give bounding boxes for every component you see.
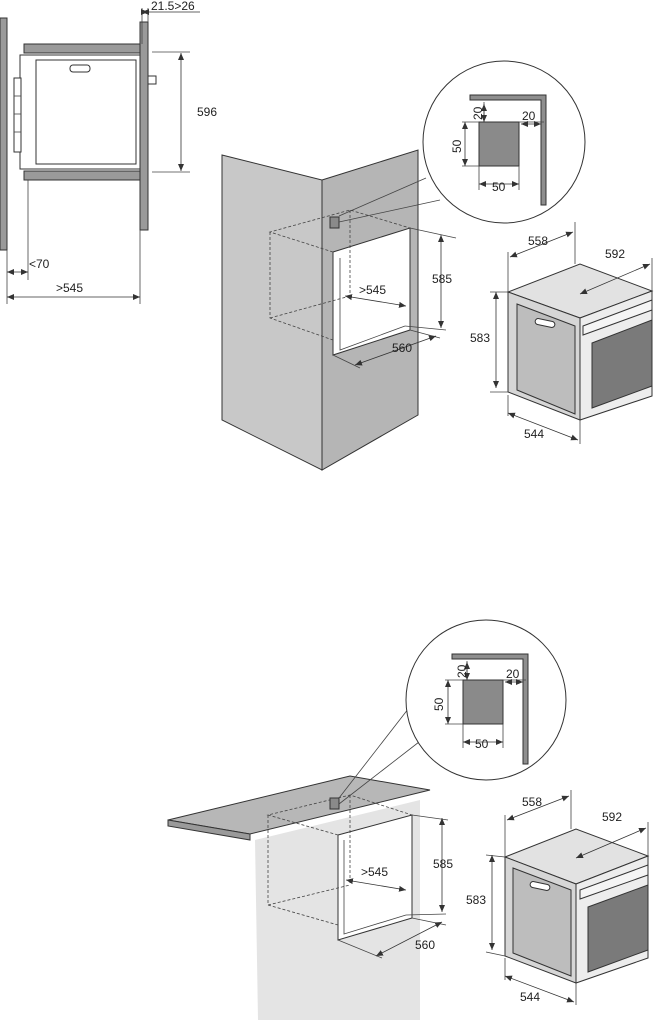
under-counter-detail-vent-height: 50 xyxy=(432,697,446,711)
oven-bottom-height-label: 583 xyxy=(466,893,486,907)
under-counter-cutout-width: 560 xyxy=(415,938,435,952)
oven-bottom-front-width-label: 544 xyxy=(520,990,540,1004)
column-detail-vent-height: 50 xyxy=(450,139,464,153)
oven-side-inner xyxy=(35,59,137,165)
column-detail-vent-width: 50 xyxy=(492,180,506,194)
oven-top-front-width-label: 544 xyxy=(524,427,544,441)
oven-side-door-edge xyxy=(13,77,22,153)
under-counter-detail-side-offset: 20 xyxy=(506,667,520,681)
oven-top-height-label: 583 xyxy=(470,331,490,345)
side-section-view: 21.5>26 596 <70 >545 xyxy=(0,0,217,304)
side-top-gap-label: 21.5>26 xyxy=(151,0,195,13)
under-counter-detail-vent-width: 50 xyxy=(475,737,489,751)
column-left-face xyxy=(221,154,323,471)
under-counter-detail-top-offset: 20 xyxy=(455,664,469,678)
under-counter-cutout-depth: >545 xyxy=(361,865,388,879)
left-wall-section xyxy=(0,17,8,251)
oven-bottom-depth-label: 558 xyxy=(522,795,542,809)
side-min-gap-label: <70 xyxy=(29,257,50,271)
under-counter-detail-vent xyxy=(462,679,504,725)
oven-top-width-label: 592 xyxy=(605,247,625,261)
under-counter-cutout-height: 585 xyxy=(433,857,453,871)
oven-top-handle xyxy=(534,318,556,328)
oven-side-knob xyxy=(147,75,157,85)
cabinet-top-shelf xyxy=(23,43,145,54)
oven-top-view: 558 592 583 544 xyxy=(470,222,654,444)
cabinet-right-side xyxy=(139,21,149,231)
countertop-front-edge xyxy=(167,819,251,841)
side-height-label: 596 xyxy=(197,105,217,119)
oven-bottom-glass xyxy=(587,884,649,973)
oven-bottom-width-label: 592 xyxy=(602,810,622,824)
column-detail-top-offset: 20 xyxy=(471,106,485,120)
column-cutout-height: 585 xyxy=(432,272,452,286)
oven-bottom-control-strip xyxy=(579,864,649,900)
side-depth-label: >545 xyxy=(56,281,83,295)
column-cutout-depth: >545 xyxy=(359,283,386,297)
oven-bottom-handle xyxy=(529,881,551,891)
column-detail-corner xyxy=(469,94,547,206)
column-install-view: 20 20 50 50 585 >545 560 xyxy=(221,60,586,471)
under-counter-install-view: 20 20 50 50 585 >545 560 xyxy=(167,619,567,1020)
column-cutout-width: 560 xyxy=(392,341,412,355)
oven-side-handle xyxy=(69,64,91,73)
oven-bottom-view: 558 592 583 544 xyxy=(466,790,650,1005)
column-detail-side-offset: 20 xyxy=(522,109,536,123)
column-vent-square xyxy=(329,216,340,229)
oven-top-control-strip xyxy=(582,299,653,336)
under-counter-vent-square xyxy=(329,797,340,810)
oven-top-depth-label: 558 xyxy=(528,234,548,248)
column-detail-vent xyxy=(478,121,520,167)
under-counter-detail-corner xyxy=(451,653,529,765)
cabinet-bottom-shelf xyxy=(23,170,145,181)
oven-top-glass xyxy=(591,319,653,409)
